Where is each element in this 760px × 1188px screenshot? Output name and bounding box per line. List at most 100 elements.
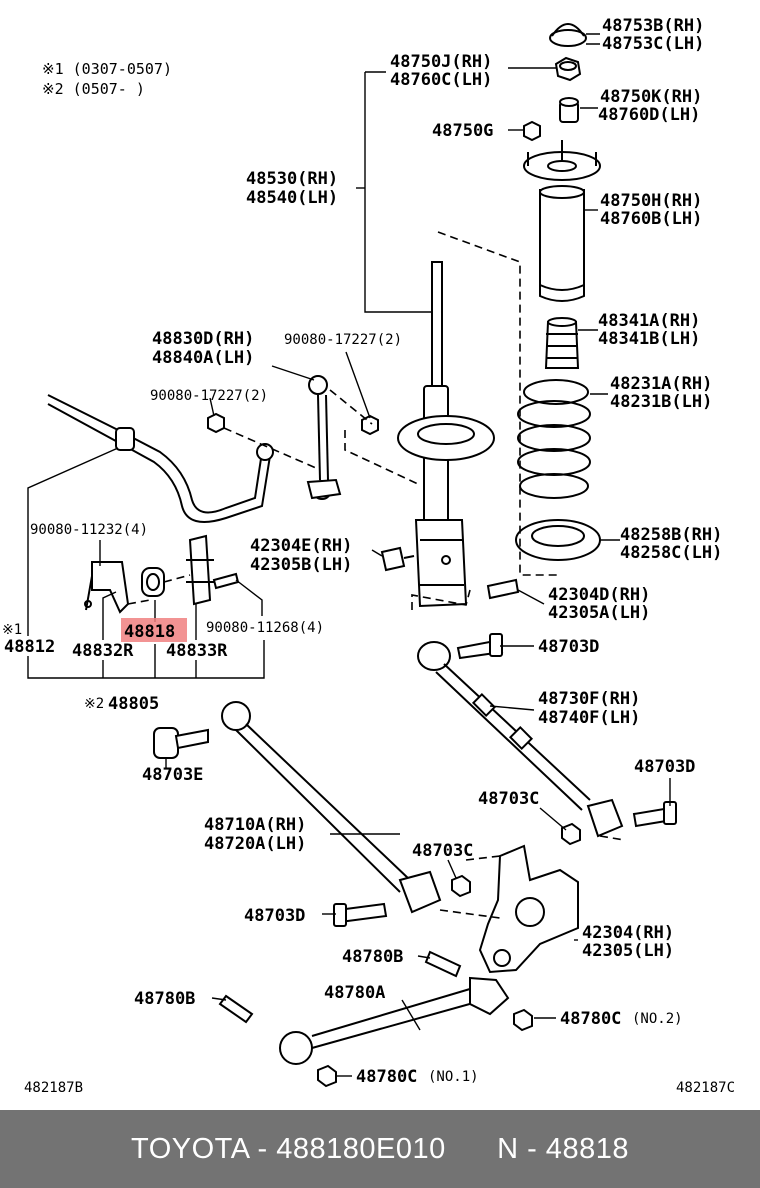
bolt-48703e-icon	[153, 727, 209, 759]
svg-text:42304D(RH): 42304D(RH)	[548, 585, 650, 605]
nut-48780c-b-icon	[317, 1064, 337, 1088]
svg-text:48840A(LH): 48840A(LH)	[152, 348, 254, 368]
svg-text:48710A(RH): 48710A(RH)	[204, 815, 306, 835]
svg-text:48258C(LH): 48258C(LH)	[620, 543, 722, 563]
nut-stab-a-icon	[207, 412, 225, 434]
coil-spring-icon	[517, 379, 591, 499]
label-48231[interactable]: 48231A(RH) 48231B(LH)	[610, 374, 712, 412]
svg-text:48750K(RH): 48750K(RH)	[600, 87, 702, 107]
note-1: ※1 (0307-0507)	[42, 60, 172, 78]
label-48753[interactable]: 48753B(RH) 48753C(LH)	[602, 16, 704, 54]
label-48812[interactable]: 48812	[4, 637, 55, 657]
label-48805[interactable]: ※2 48805	[84, 694, 159, 714]
bracket-r-icon	[186, 534, 214, 606]
svg-text:48530(RH): 48530(RH)	[246, 169, 338, 189]
bolt-48703d-a-icon	[456, 633, 504, 660]
label-42304[interactable]: 42304(RH) 42305(LH)	[582, 923, 674, 961]
svg-text:48753B(RH): 48753B(RH)	[602, 16, 704, 36]
svg-text:48760C(LH): 48760C(LH)	[390, 70, 492, 90]
svg-text:48780C: 48780C	[356, 1067, 417, 1087]
label-42304d[interactable]: 42304D(RH) 42305A(LH)	[548, 585, 650, 623]
dust-cap-icon	[549, 23, 587, 47]
diagram-code-left: 482187B	[24, 1080, 83, 1096]
label-48703d-b[interactable]: 48703D	[634, 757, 695, 777]
highlight-box	[121, 618, 187, 642]
label-48530[interactable]: 48530(RH) 48540(LH)	[246, 169, 338, 208]
svg-text:42305B(LH): 42305B(LH)	[250, 555, 352, 575]
label-90080-11268[interactable]: 90080-11268(4)	[206, 620, 324, 636]
label-48780a[interactable]: 48780A	[324, 983, 385, 1003]
svg-text:42305A(LH): 42305A(LH)	[548, 603, 650, 623]
label-48703c-b[interactable]: 48703C	[412, 841, 473, 861]
nut-48780c-a-icon	[513, 1008, 533, 1032]
svg-text:48760B(LH): 48760B(LH)	[600, 209, 702, 229]
bolt-48780b-b-icon	[218, 994, 254, 1024]
bolt-48703d-c-icon	[333, 902, 388, 927]
svg-text:42305(LH): 42305(LH)	[582, 941, 674, 961]
label-48258[interactable]: 48258B(RH) 48258C(LH)	[620, 525, 722, 563]
svg-text:48231A(RH): 48231A(RH)	[610, 374, 712, 394]
lower-arm-icon	[221, 701, 442, 914]
carrier-knuckle-icon	[478, 844, 579, 974]
bump-stopper-icon	[544, 317, 580, 369]
label-48833r[interactable]: 48833R	[166, 641, 228, 661]
label-48812-mark: ※1	[2, 622, 22, 638]
dust-boot-icon	[539, 185, 585, 302]
svg-text:48720A(LH): 48720A(LH)	[204, 834, 306, 854]
diagram-code-right: 482187C	[676, 1080, 735, 1096]
svg-text:48258B(RH): 48258B(RH)	[620, 525, 722, 545]
svg-text:(NO.1): (NO.1)	[428, 1069, 479, 1085]
label-48818-highlighted[interactable]: 48818	[121, 618, 187, 642]
bolt-upper-a-icon	[380, 546, 415, 572]
label-48730f[interactable]: 48730F(RH) 48740F(LH)	[538, 689, 640, 728]
label-42304e[interactable]: 42304E(RH) 42305B(LH)	[250, 536, 352, 575]
svg-text:48760D(LH): 48760D(LH)	[598, 105, 700, 125]
svg-text:42304E(RH): 42304E(RH)	[250, 536, 352, 556]
label-90080-17227-b[interactable]: 90080-17227(2)	[150, 388, 268, 404]
label-48750g[interactable]: 48750G	[432, 121, 493, 141]
footer-part-number: TOYOTA - 488180E010 N - 48818	[131, 1132, 629, 1165]
svg-text:48750H(RH): 48750H(RH)	[600, 191, 702, 211]
label-48780c-no2[interactable]: 48780C (NO.2)	[560, 1009, 683, 1029]
label-48832r[interactable]: 48832R	[72, 641, 134, 661]
label-48750j[interactable]: 48750J(RH) 48760C(LH)	[390, 52, 492, 90]
label-48750h[interactable]: 48750H(RH) 48760B(LH)	[600, 191, 702, 229]
svg-text:48341B(LH): 48341B(LH)	[598, 329, 700, 349]
nut-48703c-b-icon	[451, 874, 471, 898]
support-mount-icon	[523, 140, 601, 181]
label-48780b-b[interactable]: 48780B	[134, 989, 195, 1009]
label-48710a[interactable]: 48710A(RH) 48720A(LH)	[204, 815, 306, 854]
svg-text:48753C(LH): 48753C(LH)	[602, 34, 704, 54]
label-48830d[interactable]: 48830D(RH) 48840A(LH)	[152, 329, 254, 368]
svg-text:48540(LH): 48540(LH)	[246, 188, 338, 208]
stabilizer-link-icon	[306, 375, 342, 500]
label-48780b-a[interactable]: 48780B	[342, 947, 403, 967]
label-90080-17227-a[interactable]: 90080-17227(2)	[284, 332, 402, 348]
label-48341[interactable]: 48341A(RH) 48341B(LH)	[598, 311, 700, 349]
label-48750k[interactable]: 48750K(RH) 48760D(LH)	[598, 87, 702, 125]
label-48703c-a[interactable]: 48703C	[478, 789, 539, 809]
svg-text:48818: 48818	[124, 622, 175, 642]
svg-text:(NO.2): (NO.2)	[632, 1011, 683, 1027]
label-48703d-c[interactable]: 48703D	[244, 906, 305, 926]
label-90080-11232[interactable]: 90080-11232(4)	[30, 522, 148, 538]
bushing-icon	[141, 567, 165, 597]
nut-icon	[554, 56, 582, 82]
svg-text:48341A(RH): 48341A(RH)	[598, 311, 700, 331]
note-2: ※2 (0507- )	[42, 80, 145, 98]
stabilizer-bracket-icon	[84, 561, 130, 614]
trailing-arm-icon	[279, 976, 510, 1065]
part-info-footer: TOYOTA - 488180E010 N - 48818	[0, 1110, 760, 1188]
spring-seat-insulator-icon	[515, 519, 601, 561]
shock-absorber-icon	[397, 261, 495, 608]
label-48703e[interactable]: 48703E	[142, 765, 203, 785]
toe-adjust-link-icon	[417, 641, 624, 838]
nut-small-icon	[523, 120, 541, 142]
bushing-upper-icon	[559, 97, 579, 123]
stabilizer-bar-icon	[47, 394, 274, 523]
label-48780c-no1[interactable]: 48780C (NO.1)	[356, 1067, 479, 1087]
exploded-parts-diagram: ※1 (0307-0507) ※2 (0507- )	[2, 16, 735, 1096]
svg-text:48740F(LH): 48740F(LH)	[538, 708, 640, 728]
label-48703d-a[interactable]: 48703D	[538, 637, 599, 657]
